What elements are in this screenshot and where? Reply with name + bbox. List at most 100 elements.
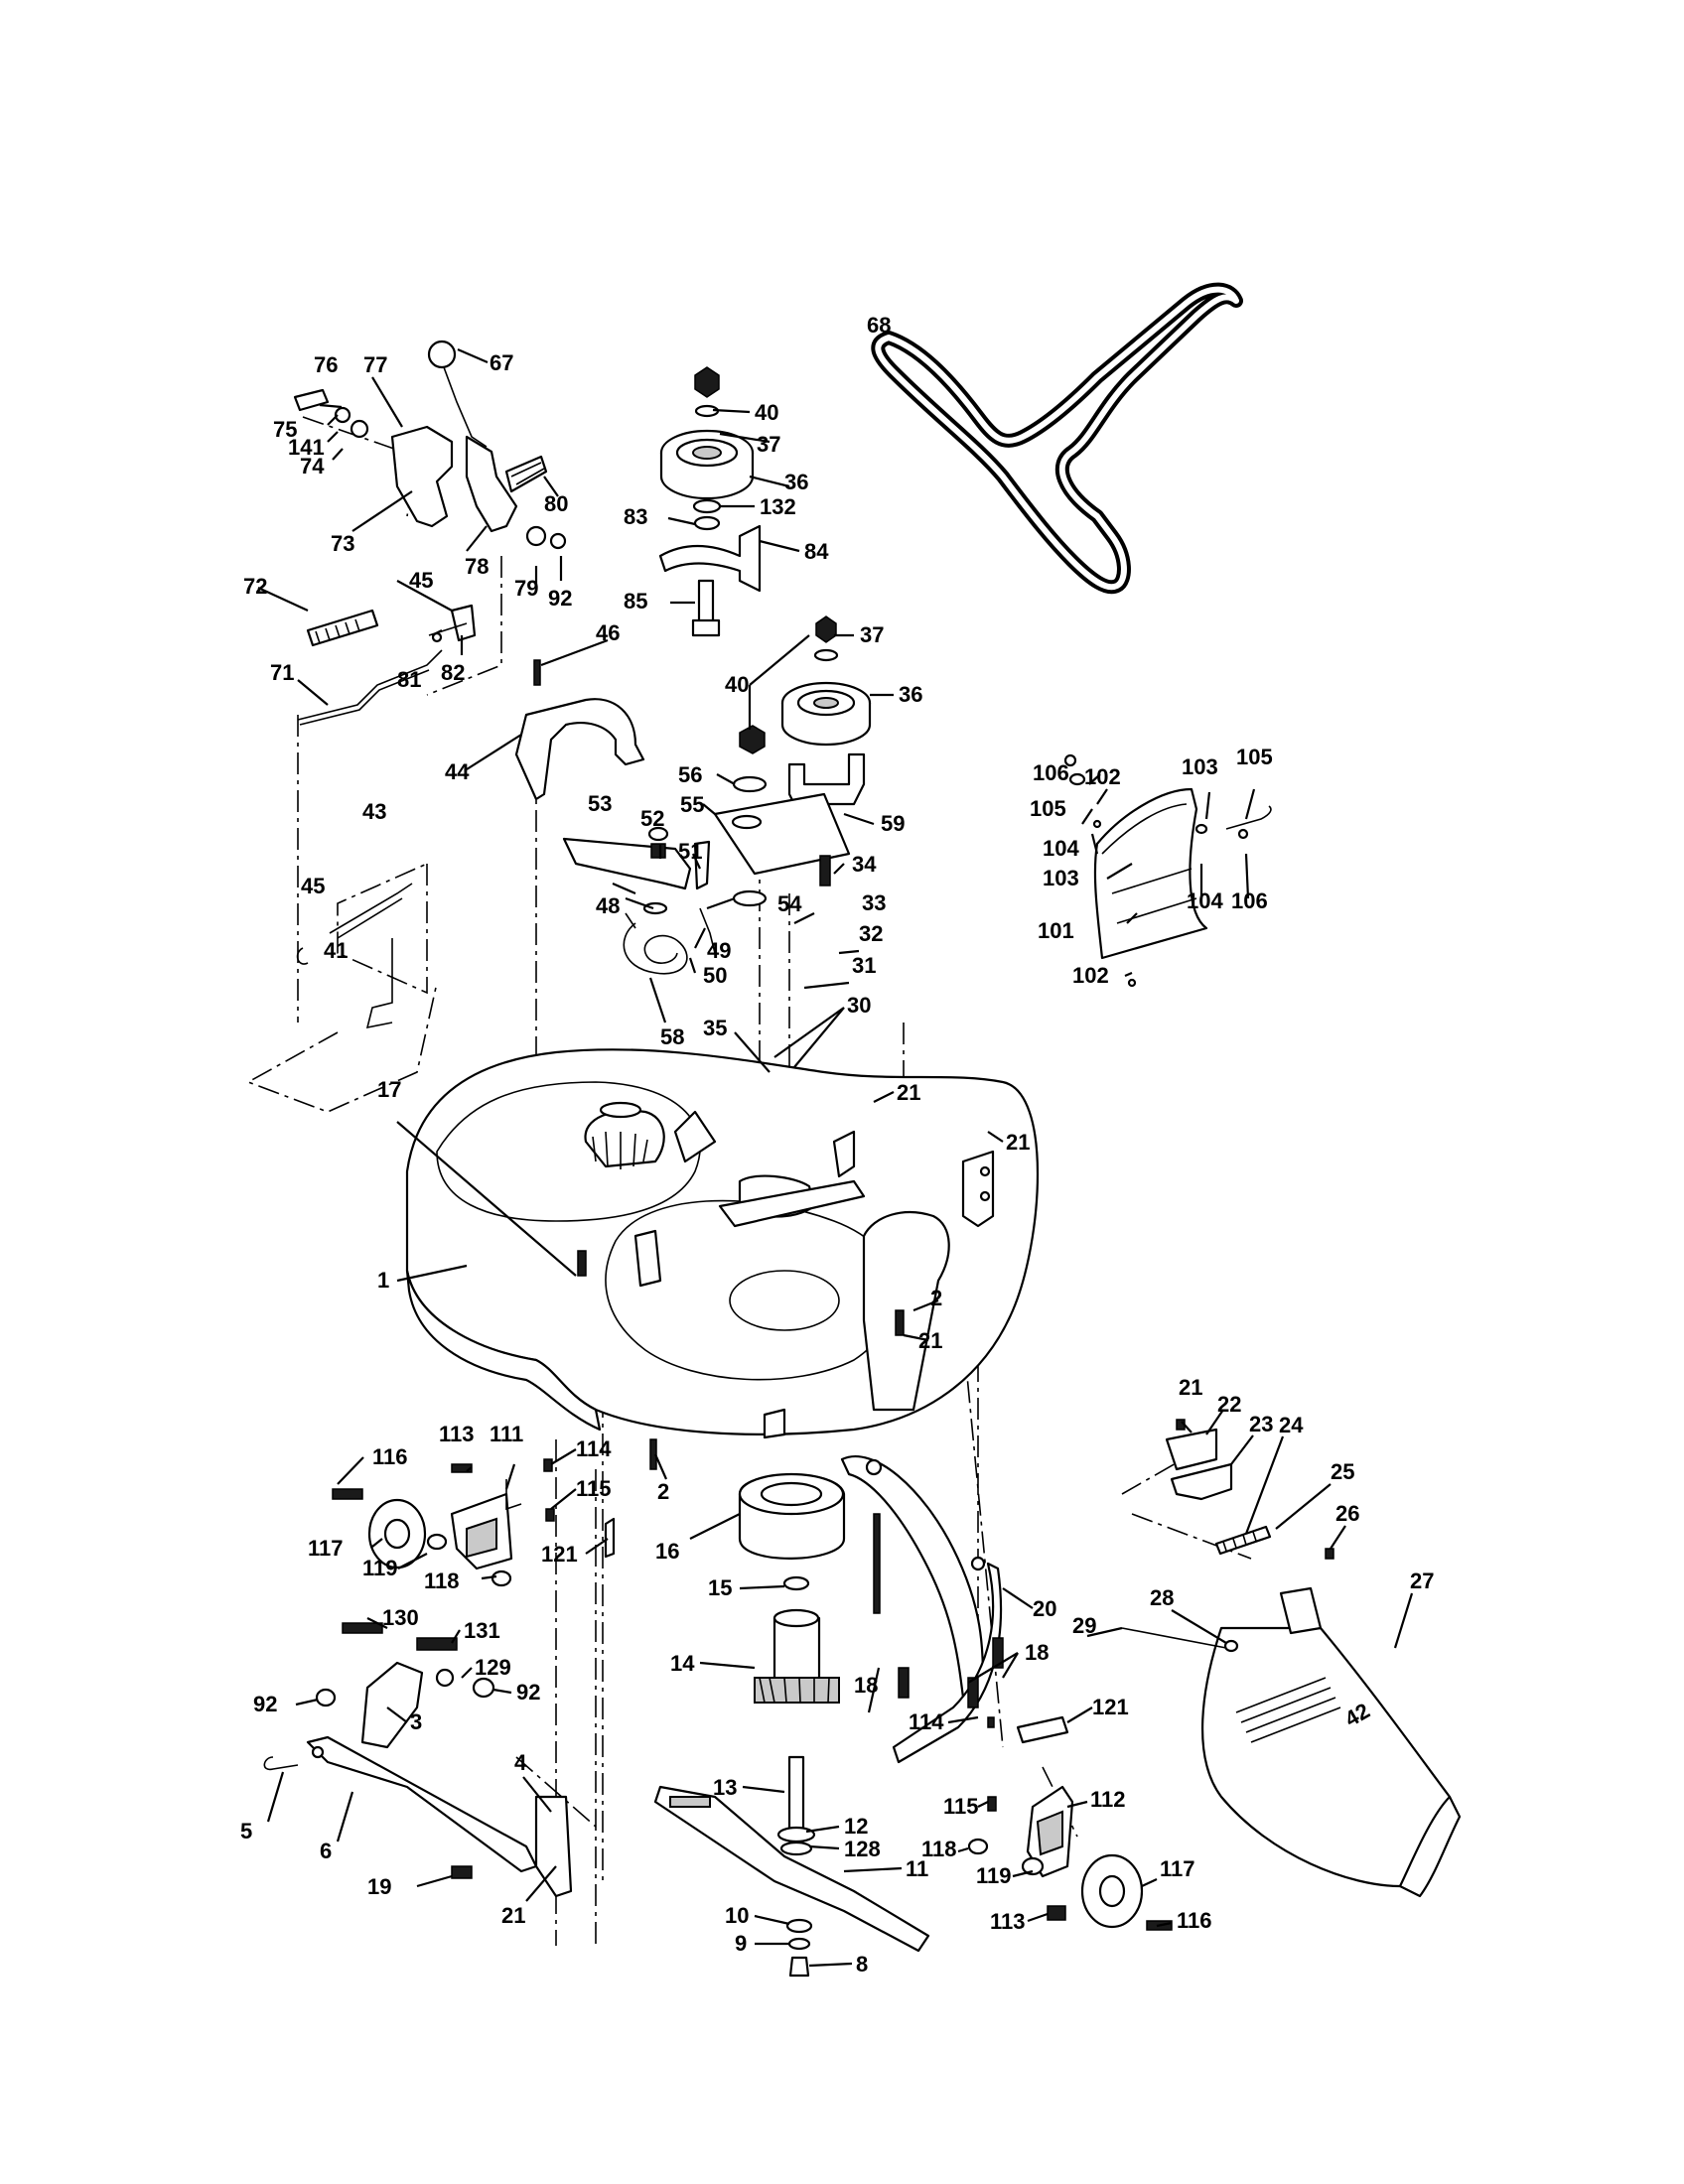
- callout-113-left: 113: [439, 1422, 475, 1446]
- callout-31: 31: [852, 953, 876, 978]
- callout-36-mid: 36: [899, 682, 922, 707]
- callout-20: 20: [1033, 1596, 1056, 1621]
- callout-27: 27: [1410, 1569, 1434, 1593]
- callout-72: 72: [243, 574, 267, 599]
- callout-18-b: 18: [854, 1673, 878, 1698]
- callout-34: 34: [852, 852, 877, 877]
- callout-116-right: 116: [1177, 1908, 1212, 1933]
- spindle-cover: [649, 1438, 846, 1560]
- callout-119-left: 119: [362, 1556, 398, 1580]
- leader-lines: [257, 347, 1414, 1968]
- callout-92-right: 92: [516, 1680, 540, 1705]
- right-gauge-wheel: [967, 1715, 1173, 1931]
- callout-4: 4: [514, 1750, 527, 1775]
- callout-103-a: 103: [1182, 754, 1218, 779]
- drive-belt: [871, 282, 1243, 595]
- callout-17: 17: [377, 1077, 401, 1102]
- callout-2-b: 2: [657, 1479, 669, 1504]
- callout-85: 85: [624, 589, 647, 614]
- lift-links: [296, 604, 477, 1029]
- callout-130: 130: [382, 1605, 419, 1630]
- callout-35: 35: [703, 1016, 727, 1040]
- callout-43: 43: [362, 799, 386, 824]
- callout-29: 29: [1072, 1613, 1096, 1638]
- callout-115-left: 115: [576, 1476, 612, 1501]
- callout-54: 54: [777, 891, 802, 916]
- callout-114-left: 114: [576, 1436, 612, 1461]
- callout-49: 49: [707, 938, 731, 963]
- callout-28: 28: [1150, 1585, 1174, 1610]
- callout-48: 48: [596, 893, 620, 918]
- callout-18-a: 18: [1025, 1640, 1049, 1665]
- callout-68: 68: [867, 313, 891, 338]
- callout-22: 22: [1217, 1392, 1241, 1417]
- callout-79: 79: [514, 576, 538, 601]
- idler-arm: [693, 792, 851, 907]
- callout-16: 16: [655, 1539, 679, 1564]
- callout-21-c: 21: [918, 1328, 942, 1353]
- callout-103-b: 103: [1043, 866, 1079, 890]
- chute-deflector: [1063, 753, 1272, 988]
- callout-9: 9: [735, 1931, 747, 1956]
- callout-81: 81: [397, 667, 421, 692]
- callout-102-a: 102: [1084, 764, 1121, 789]
- callout-73: 73: [331, 531, 354, 556]
- callout-2-a: 2: [930, 1286, 942, 1310]
- callout-83: 83: [624, 504, 647, 529]
- callout-76: 76: [314, 352, 338, 377]
- lift-lever-assembly: [293, 340, 567, 550]
- front-hanger-arm: [840, 1455, 1004, 1764]
- callout-12: 12: [844, 1814, 868, 1839]
- callout-71: 71: [270, 660, 294, 685]
- callout-6: 6: [320, 1839, 332, 1863]
- callout-128: 128: [844, 1837, 881, 1861]
- callout-116-left: 116: [372, 1444, 408, 1469]
- callout-92-top: 92: [548, 586, 572, 611]
- callout-25: 25: [1331, 1459, 1354, 1484]
- callout-14: 14: [670, 1651, 695, 1676]
- callout-21-a: 21: [897, 1080, 920, 1105]
- callout-26: 26: [1335, 1501, 1359, 1526]
- callout-46: 46: [596, 620, 620, 645]
- callout-74: 74: [300, 454, 325, 478]
- callout-129: 129: [475, 1655, 511, 1680]
- mower-deck: [405, 1048, 1039, 1439]
- callout-114-right: 114: [909, 1709, 944, 1734]
- callout-141: 141: [288, 435, 325, 460]
- callout-21-b: 21: [1006, 1130, 1030, 1155]
- callout-105-a: 105: [1236, 745, 1273, 769]
- callout-37-top: 37: [757, 432, 780, 457]
- callout-112: 112: [1090, 1787, 1126, 1812]
- belt-guard: [514, 659, 645, 801]
- callout-121-left: 121: [541, 1542, 578, 1567]
- callout-77: 77: [363, 352, 387, 377]
- callout-40-top: 40: [755, 400, 778, 425]
- spindle-assembly: [653, 1575, 930, 1978]
- callout-121-right: 121: [1092, 1695, 1129, 1719]
- callout-50: 50: [703, 963, 727, 988]
- callout-111: 111: [490, 1422, 523, 1446]
- callout-24: 24: [1279, 1413, 1304, 1437]
- callout-3: 3: [410, 1709, 422, 1734]
- callout-53: 53: [588, 791, 612, 816]
- callout-55: 55: [680, 792, 704, 817]
- callout-104-a: 104: [1043, 836, 1079, 861]
- callout-45-top: 45: [409, 568, 433, 593]
- tension-arm: [562, 826, 716, 975]
- callout-101: 101: [1038, 918, 1074, 943]
- callout-115-right: 115: [943, 1794, 979, 1819]
- front-hitch-bracket: [263, 1622, 573, 1898]
- callout-80: 80: [544, 491, 568, 516]
- callout-118-right: 118: [921, 1837, 957, 1861]
- callout-105-b: 105: [1030, 796, 1066, 821]
- callout-117-right: 117: [1160, 1856, 1195, 1881]
- callout-52: 52: [640, 806, 664, 831]
- callout-58: 58: [660, 1024, 684, 1049]
- discharge-chute: 42: [1201, 1548, 1462, 1898]
- callout-40-mid: 40: [725, 672, 749, 697]
- callout-44: 44: [445, 759, 470, 784]
- callout-5: 5: [240, 1819, 252, 1843]
- callout-84: 84: [804, 539, 829, 564]
- callout-19: 19: [367, 1874, 391, 1899]
- callout-30: 30: [847, 993, 871, 1018]
